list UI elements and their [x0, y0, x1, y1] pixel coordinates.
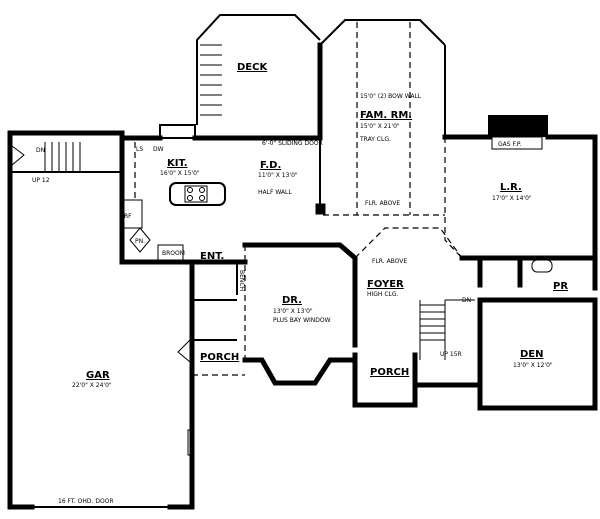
den [477, 255, 598, 411]
pr-label: PR [553, 281, 568, 292]
garage-label: GAR [86, 370, 110, 381]
lr-size: 17'0" X 14'0" [492, 195, 532, 202]
dr-label: DR. [282, 295, 302, 306]
garage-size: 22'0" X 24'0" [72, 382, 112, 389]
fd-size: 11'0" X 13'0" [258, 172, 298, 179]
deck-label: DECK [237, 62, 268, 73]
kitchen-island [169, 182, 226, 206]
laundry-label: LS [136, 146, 143, 153]
front-porch-label: PORCH [370, 367, 409, 378]
ref-label: RF [124, 213, 132, 220]
stairs-dn-label: DN [462, 297, 471, 304]
main-stairs [419, 299, 475, 360]
lr-label: L.R. [500, 182, 522, 193]
den-size: 13'0" X 12'0" [513, 362, 553, 369]
broom-label: BROOM [162, 250, 185, 257]
half-wall-note: HALF WALL [258, 189, 292, 196]
dr-note: PLUS BAY WINDOW [273, 317, 331, 324]
garage-door-swing [11, 145, 25, 166]
pantry-label: PN. [135, 238, 145, 245]
garage-door-label: 16 FT. OHD. DOOR [58, 498, 114, 505]
kitchen-size: 16'0" X 15'0" [160, 170, 200, 177]
den-label: DEN [520, 349, 544, 360]
fam-rm-size: 15'0" X 21'0" [360, 123, 400, 130]
entry-door-swing [177, 339, 191, 363]
dining-foyer [242, 227, 483, 408]
living-room [442, 115, 598, 291]
dr-size: 13'0" X 13'0" [273, 308, 313, 315]
fam-rm-wall-note: 15'0" (2) BOW WALL [360, 93, 422, 100]
garage [7, 130, 195, 510]
fam-rm-above: FLR. ABOVE [365, 200, 400, 207]
foyer-above: FLR. ABOVE [372, 258, 407, 265]
deck [196, 14, 321, 125]
garage-stairs-dn: DN [36, 147, 45, 154]
dishwasher-label: DW [153, 146, 164, 153]
kitchen-walls [119, 42, 323, 265]
cooktop-icon [184, 185, 208, 203]
pantry [129, 227, 151, 253]
entry-label: ENT. [200, 251, 224, 262]
fam-rm-label: FAM. RM. [360, 110, 412, 121]
bench-label: BENCH [238, 270, 245, 291]
garage-stairs [44, 142, 81, 172]
kitchen-label: KIT. [167, 158, 188, 169]
fd-door-note: 6'-0" SLIDING DOOR [262, 140, 323, 147]
entry [177, 259, 248, 376]
fireplace-label: GAS F.P. [498, 141, 522, 148]
stair-landing-label: UP 15R [440, 351, 462, 358]
foyer-label: FOYER [367, 279, 404, 290]
side-porch-label: PORCH [200, 352, 239, 363]
family-room [315, 19, 446, 216]
garage-steps-label: UP 12 [32, 177, 50, 184]
fd-label: F.D. [260, 160, 281, 171]
fireplace [488, 115, 548, 137]
fam-rm-note: TRAY CLG. [359, 136, 391, 143]
foyer-note: HIGH CLG. [367, 291, 399, 298]
